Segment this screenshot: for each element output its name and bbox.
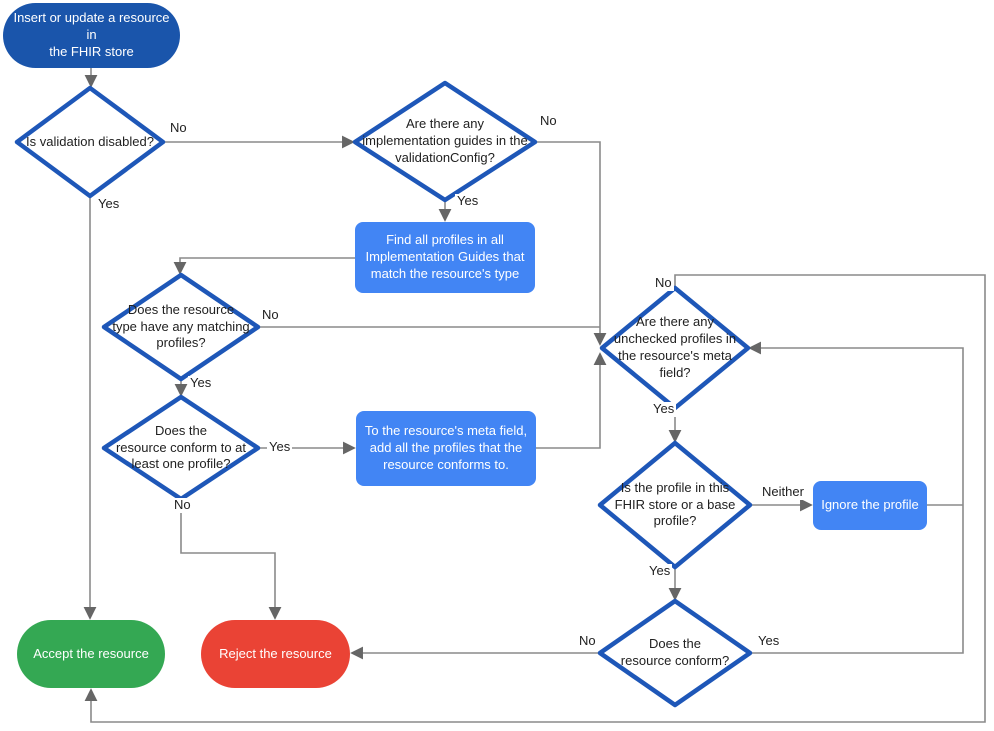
profile-in-store-diamond-label: Is the profile in this FHIR store or a b… (614, 479, 736, 529)
edge-guides-no-to-unchecked (535, 141, 607, 346)
edge-label-matching-yes: Yes (188, 375, 214, 391)
edge-label-conform-yes: Yes (756, 633, 782, 649)
find-profiles-process: Find all profiles in all Implementation … (355, 222, 535, 293)
reject-node: Reject the resource (201, 620, 350, 688)
conform-one-diamond-label: Does the resource conform to at least on… (115, 422, 247, 472)
matching-profiles-diamond-label: Does the resource type have any matching… (112, 301, 250, 351)
edge-label-validation-yes: Yes (96, 196, 122, 212)
edge-label-profile-neither: Neither (760, 484, 806, 500)
edge-conform-one-no-to-reject (180, 499, 282, 620)
add-profiles-process: To the resource's meta field, add all th… (356, 411, 536, 486)
resource-conform-diamond-label: Does the resource conform? (620, 636, 730, 668)
edge-label-unchecked-yes: Yes (651, 401, 677, 417)
edge-find-to-matching (173, 257, 355, 275)
edge-label-profile-yes: Yes (647, 563, 673, 579)
accept-node: Accept the resource (17, 620, 165, 688)
edge-conform-yes-to-unchecked (748, 341, 964, 654)
edge-label-conform-one-yes: Yes (267, 439, 293, 455)
edge-label-matching-no: No (260, 307, 281, 323)
implementation-guides-diamond-shape (352, 80, 538, 203)
resource-conform-diamond-shape (597, 598, 753, 708)
edge-label-guides-yes: Yes (455, 193, 481, 209)
validation-disabled-diamond-label: Is validation disabled? (26, 133, 154, 149)
start-node: Insert or update a resource in the FHIR … (3, 3, 180, 68)
profile-in-store-diamond-shape (597, 440, 753, 570)
edge-label-validation-no: No (168, 120, 189, 136)
edge-label-guides-no: No (538, 113, 559, 129)
validation-disabled-diamond-shape (14, 85, 166, 199)
edge-label-conform-one-no: No (172, 497, 193, 513)
edge-label-conform-no: No (577, 633, 598, 649)
implementation-guides-diamond-label: Are there any implementation guides in t… (362, 116, 528, 165)
edge-unchecked-no-to-accept (84, 274, 986, 723)
ignore-profile-process: Ignore the profile (813, 481, 927, 530)
edge-add-to-unchecked (536, 352, 607, 449)
unchecked-profiles-diamond-label: Are there any unchecked profiles in the … (613, 314, 737, 380)
edge-label-unchecked-no: No (653, 275, 674, 291)
matching-profiles-diamond-shape (101, 272, 261, 382)
